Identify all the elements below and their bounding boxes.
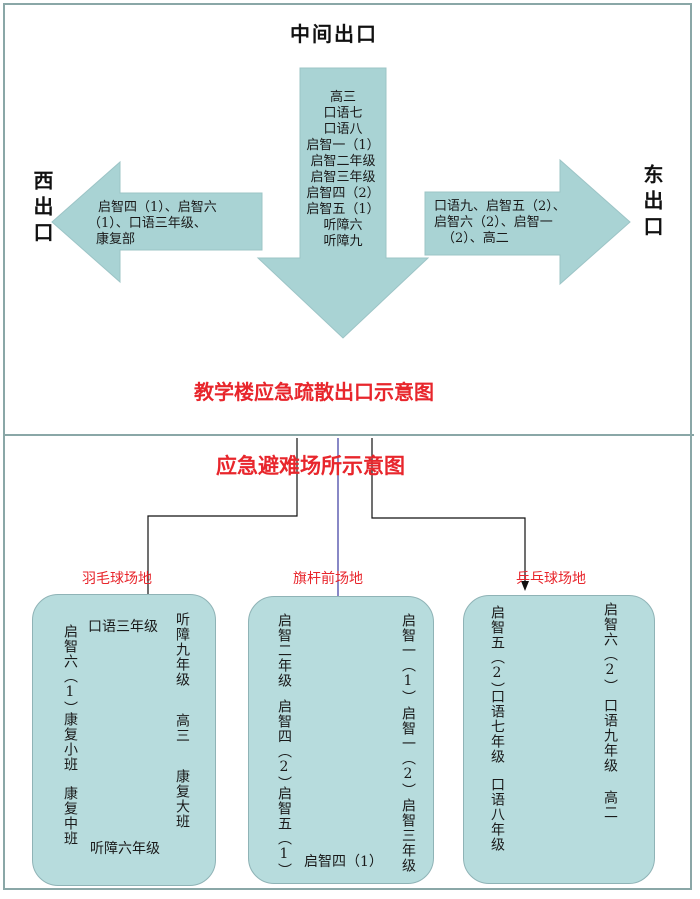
- east-arrow-line: 启智六（2）、启智一: [434, 215, 553, 230]
- zone-badminton-column: 康复大班: [174, 769, 190, 829]
- down-arrow-line: 启智四（2）: [306, 186, 380, 201]
- down-arrow: [256, 67, 430, 339]
- zone-flagpole-column: 启智二年级: [276, 613, 292, 688]
- down-arrow-line: 高三: [329, 90, 356, 105]
- zone-flagpole-column: 启智四（2）: [276, 699, 292, 791]
- west-arrow-line: 康复部: [96, 232, 136, 247]
- zone-badminton-top-label: 口语三年级: [88, 619, 158, 635]
- zone-flagpole-column: 启智一（2）: [400, 706, 416, 798]
- zone-badminton-column: 高三: [174, 713, 190, 743]
- east-arrow-line: （2）、高二: [442, 231, 509, 246]
- down-arrow-line: 启智一（1）: [306, 138, 380, 153]
- zone-badminton-column: 康复中班: [62, 786, 78, 846]
- zone-flagpole: [248, 596, 434, 884]
- down-arrow-line: 听障九: [323, 234, 363, 249]
- zone-badminton-column: 听障九年级: [174, 612, 190, 687]
- evacuation-title: 教学楼应急疏散出口示意图: [194, 380, 434, 404]
- east-arrow-text: 口语九、启智五（2）、 启智六（2）、启智一 （2）、高二: [434, 199, 604, 247]
- east-arrow-line: 口语九、启智五（2）、: [434, 199, 566, 214]
- down-arrow-line: 口语七: [323, 106, 363, 121]
- zone-pingpong-column: 口语八年级: [489, 777, 505, 852]
- connector-pingpong-head: [521, 581, 529, 591]
- zone-title-badminton: 羽毛球场地: [82, 571, 152, 587]
- east-exit-label: 东出口: [640, 164, 664, 242]
- west-arrow-text: 启智四（1）、启智六 （1）、口语三年级、 康复部: [88, 200, 268, 248]
- zone-flagpole-column: 启智五（1）: [276, 786, 292, 878]
- zone-pingpong-column: 口语七年级: [489, 689, 505, 764]
- zone-title-flagpole: 旗杆前场地: [293, 571, 363, 587]
- zone-badminton-column: 启智六（1）: [62, 624, 78, 716]
- section-divider: [3, 434, 694, 436]
- down-arrow-text: 高三 口语七 口语八 启智一（1） 启智二年级 启智三年级 启智四（2） 启智五…: [300, 90, 386, 250]
- west-arrow: [51, 160, 263, 284]
- west-exit-label: 西出口: [30, 170, 54, 248]
- down-arrow-line: 启智二年级: [310, 154, 376, 169]
- zone-title-pingpong: 乒乓球场地: [516, 571, 586, 587]
- zone-pingpong-column: 高二: [602, 790, 618, 820]
- west-arrow-line: 启智四（1）、启智六: [98, 200, 217, 215]
- refuge-title: 应急避难场所示意图: [216, 454, 405, 478]
- zone-flagpole-bottom-label: 启智四（1）: [304, 854, 383, 870]
- down-arrow-line: 听障六: [323, 218, 363, 233]
- down-arrow-line: 口语八: [323, 122, 363, 137]
- zone-badminton-column: 康复小班: [62, 712, 78, 772]
- middle-exit-label: 中间出口: [290, 22, 378, 46]
- zone-pingpong: [463, 595, 655, 884]
- zone-pingpong-column: 启智五（2）: [489, 605, 505, 697]
- zone-pingpong-column: 启智六（2）: [602, 602, 618, 694]
- east-arrow: [424, 158, 631, 286]
- down-arrow-line: 启智三年级: [310, 170, 376, 185]
- zone-flagpole-column: 启智三年级: [400, 798, 416, 873]
- zone-pingpong-column: 口语九年级: [602, 698, 618, 773]
- zone-flagpole-column: 启智一（1）: [400, 613, 416, 705]
- connector-badminton: [147, 438, 298, 606]
- west-arrow-line: （1）、口语三年级、: [88, 216, 207, 231]
- down-arrow-line: 启智五（1）: [306, 202, 380, 217]
- zone-badminton: [32, 594, 216, 886]
- connector-pingpong: [371, 438, 526, 586]
- zone-badminton-bottom-label: 听障六年级: [90, 841, 160, 857]
- diagram-frame: [3, 3, 692, 890]
